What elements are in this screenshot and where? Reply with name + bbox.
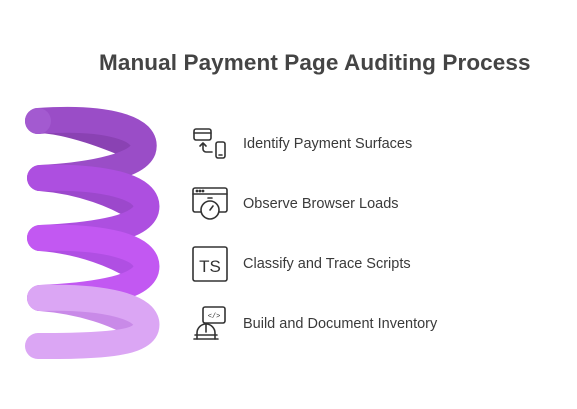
card-to-mobile-icon (191, 125, 229, 163)
step-classify-and-trace-scripts: TS Classify and Trace Scripts (191, 244, 551, 284)
code-tag-text: </> (208, 313, 221, 321)
step-label: Identify Payment Surfaces (243, 136, 413, 152)
step-label: Observe Browser Loads (243, 196, 399, 212)
coil-top-end (25, 108, 51, 134)
step-label: Classify and Trace Scripts (243, 256, 411, 272)
page-title: Manual Payment Page Auditing Process (99, 50, 531, 75)
typescript-icon-text: TS (199, 257, 221, 276)
spiral-coil-graphic (25, 106, 160, 359)
step-identify-payment-surfaces: Identify Payment Surfaces (191, 124, 551, 164)
browser-stopwatch-icon (191, 185, 229, 223)
step-build-and-document-inventory: </> Build and Document Inventory (191, 304, 551, 344)
code-builder-icon: </> (191, 305, 229, 343)
coil-loop-4 (25, 284, 160, 359)
step-observe-browser-loads: Observe Browser Loads (191, 184, 551, 224)
typescript-icon: TS (191, 245, 229, 283)
step-label: Build and Document Inventory (243, 316, 438, 332)
